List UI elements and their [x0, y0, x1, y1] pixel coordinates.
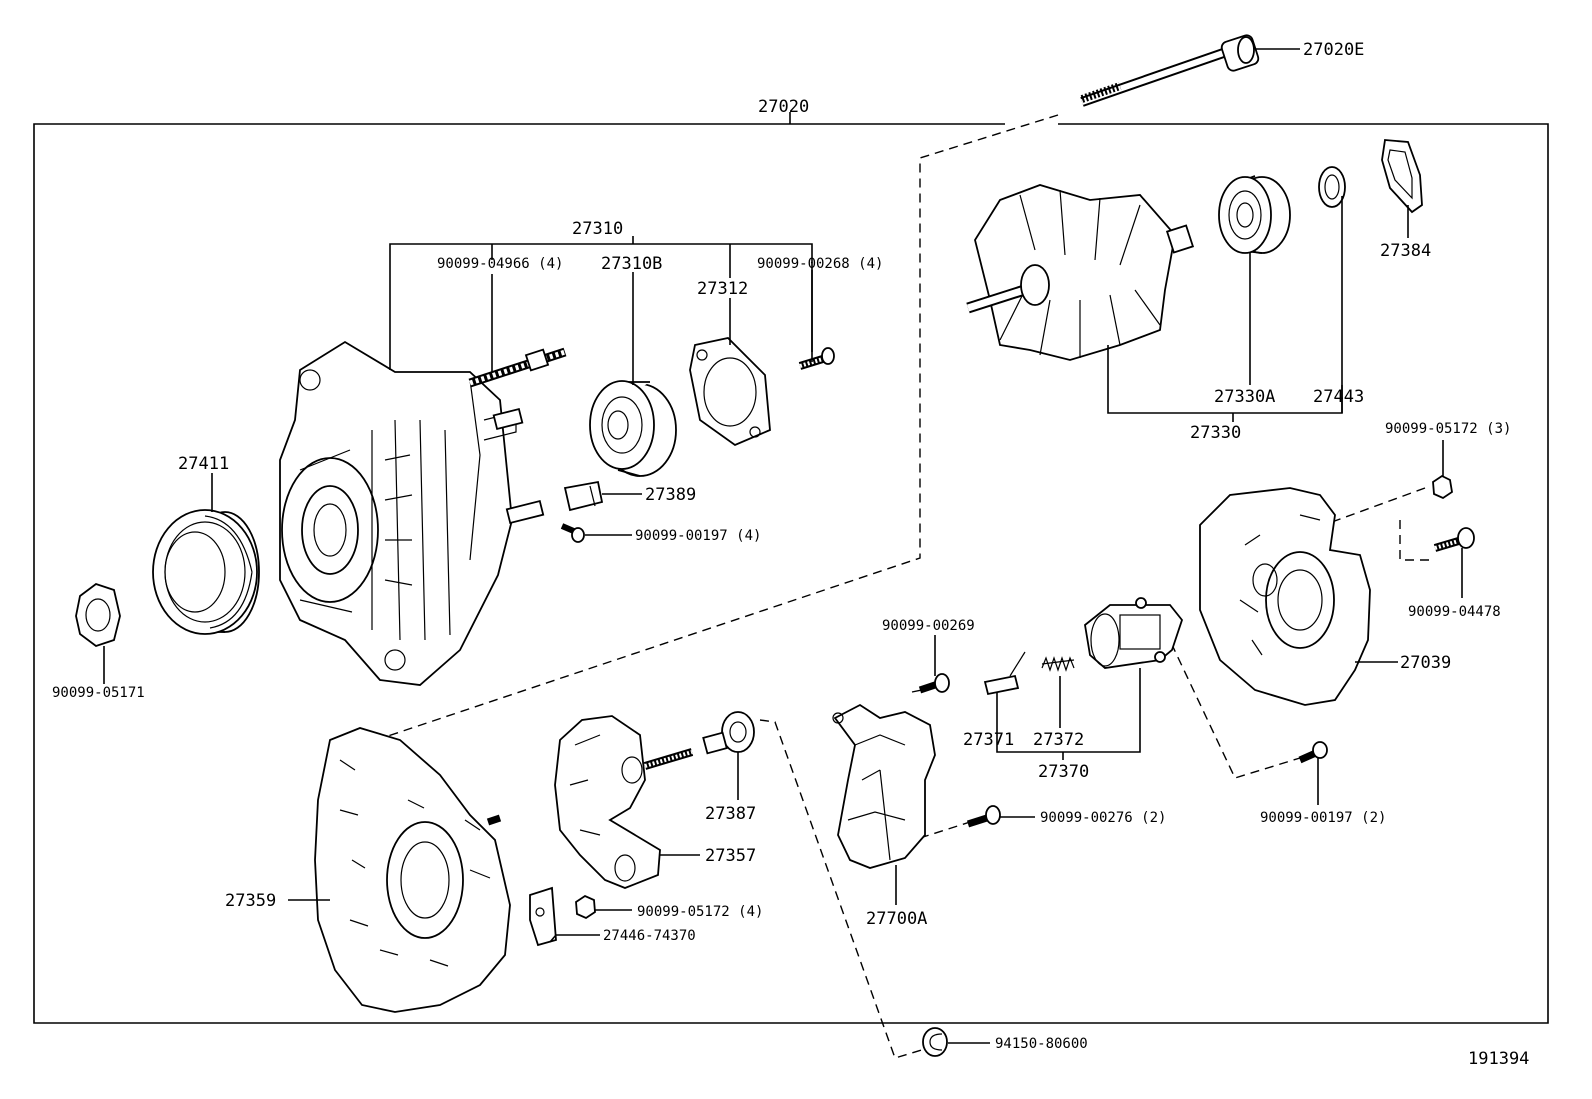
label-rear-end-cover: 27039 [1400, 653, 1451, 673]
label-retainer-plate: 27312 [697, 279, 748, 299]
nut-05172-4-part [575, 894, 596, 920]
rear-end-cover-part [1199, 487, 1371, 706]
label-screw-00269: 90099-00269 [882, 618, 975, 634]
bearing-plate-part [1381, 139, 1423, 214]
label-brush: 27371 [963, 730, 1014, 750]
label-brush-spring: 27372 [1033, 730, 1084, 750]
stud-bolt-part [468, 347, 567, 388]
label-pulley-nut: 90099-05171 [52, 685, 145, 701]
insulator-27446-part [529, 886, 557, 947]
label-retainer-screw: 90099-00268 (4) [757, 256, 883, 272]
nut-05172-3-part [1432, 474, 1453, 500]
rectifier-holder-part [554, 715, 694, 889]
screw-00197-2-part [1298, 741, 1328, 764]
label-terminal-insulator-b: 27387 [705, 804, 756, 824]
bearing-cover-part [1318, 166, 1346, 208]
rear-bearing-part [1218, 175, 1291, 254]
front-bearing-part [589, 380, 677, 477]
brush-spring-part [1041, 656, 1075, 672]
screw-00269-part [918, 673, 950, 694]
label-drive-end-frame-assy: 27310 [572, 219, 623, 239]
regulator-part [832, 703, 936, 869]
brush-holder-part [1084, 597, 1184, 669]
terminal-insulator-part [563, 480, 604, 512]
label-bolt-04478: 90099-04478 [1408, 604, 1501, 620]
diagram-number: 191394 [1468, 1049, 1529, 1069]
part-labels: 27020 27020E 27310 90099-04966 (4) 27310… [52, 40, 1529, 1069]
retainer-plate-part [689, 337, 771, 447]
bolt-04478-part [1433, 527, 1475, 552]
label-regulator: 27700A [866, 909, 927, 929]
drive-end-frame-part [279, 340, 545, 686]
retainer-screw-part [798, 347, 835, 370]
label-pulley: 27411 [178, 454, 229, 474]
brush-part [983, 651, 1026, 696]
label-assembly: 27020 [758, 97, 809, 117]
rear-frame-part [314, 727, 511, 1013]
label-rectifier-holder: 27357 [705, 846, 756, 866]
label-rear-bearing: 27330A [1214, 387, 1275, 407]
assembly-frame [33, 112, 1549, 1024]
regulator-screw-part [966, 805, 1001, 828]
label-clip: 94150-80600 [995, 1036, 1088, 1052]
label-bearing-front: 27310B [601, 254, 662, 274]
label-through-bolt: 27020E [1303, 40, 1364, 60]
label-stud-bolt: 90099-04966 (4) [437, 256, 563, 272]
rotor-part [966, 184, 1195, 361]
label-nut-05172-3: 90099-05172 (3) [1385, 421, 1511, 437]
label-terminal-insulator: 27389 [645, 485, 696, 505]
label-regulator-screw: 90099-00276 (2) [1040, 810, 1166, 826]
leader-lines [103, 48, 1463, 1044]
label-bearing-plate: 27384 [1380, 241, 1431, 261]
through-bolt-part [1080, 34, 1260, 107]
pulley-part [152, 509, 260, 635]
label-rotor-assy: 27330 [1190, 423, 1241, 443]
pulley-nut-part [75, 582, 121, 648]
label-bearing-cover: 27443 [1313, 387, 1364, 407]
label-nut-05172-4: 90099-05172 (4) [637, 904, 763, 920]
screw-00197-4-part [560, 523, 585, 543]
terminal-insulator-b-part [702, 711, 755, 755]
label-insulator-27446: 27446-74370 [603, 928, 696, 944]
label-brush-holder-assy: 27370 [1038, 762, 1089, 782]
label-rear-frame: 27359 [225, 891, 276, 911]
label-screw-00197-2: 90099-00197 (2) [1260, 810, 1386, 826]
label-screw-00197-4: 90099-00197 (4) [635, 528, 761, 544]
clip-part [922, 1027, 948, 1057]
